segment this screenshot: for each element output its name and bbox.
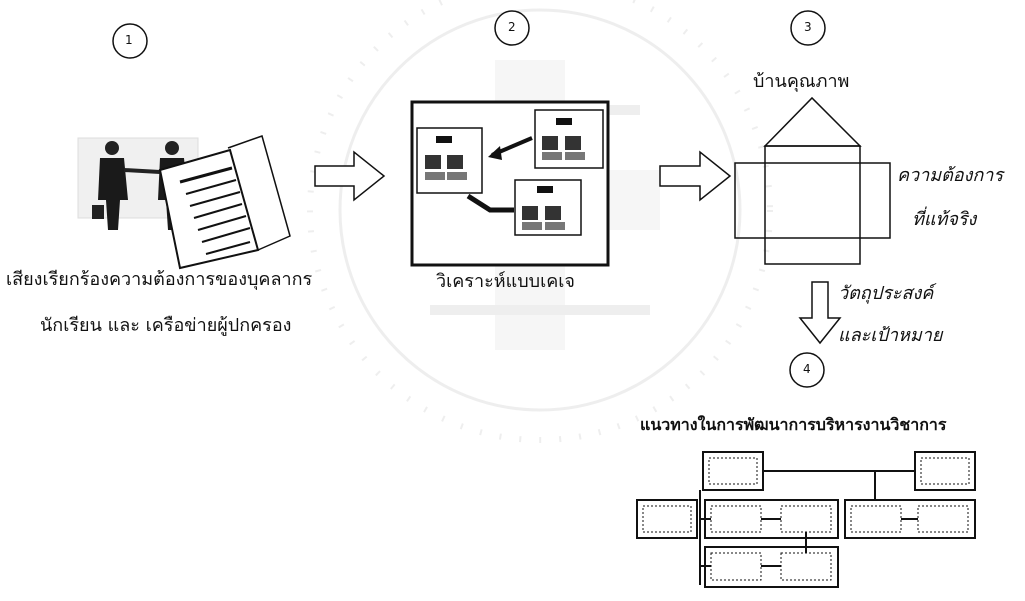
side-label-line-2: ที่แท้จริง — [912, 204, 976, 233]
step-2-caption: วิเคราะห์แบบเคเจ — [436, 266, 575, 295]
kj-analysis-icon — [412, 102, 608, 265]
step-3-number-label: 3 — [804, 20, 812, 34]
quality-house-icon — [735, 98, 890, 264]
arrow-2-to-3 — [660, 152, 730, 200]
step-2-number-label: 2 — [508, 20, 516, 34]
step-1-number-label: 1 — [125, 33, 133, 47]
step-3-title: บ้านคุณภาพ — [753, 66, 849, 95]
arrow-3-to-4 — [800, 282, 840, 343]
down-label-line-1: วัตถุประสงค์ — [838, 278, 933, 307]
step-1-caption-line-2: นักเรียน และ เครือข่ายผู้ปกครอง — [40, 310, 291, 339]
step-4-number-label: 4 — [803, 362, 811, 376]
step-1-caption-line-1: เสียงเรียกร้องความต้องการของบุคลากร — [6, 264, 312, 293]
side-label-line-1: ความต้องการ — [897, 160, 1003, 189]
down-label-line-2: และเป้าหมาย — [838, 320, 942, 349]
arrow-1-to-2 — [315, 152, 384, 200]
step-4-title: แนวทางในการพัฒนาการบริหารงานวิชาการ — [640, 413, 946, 438]
org-chart-icon — [637, 452, 975, 587]
